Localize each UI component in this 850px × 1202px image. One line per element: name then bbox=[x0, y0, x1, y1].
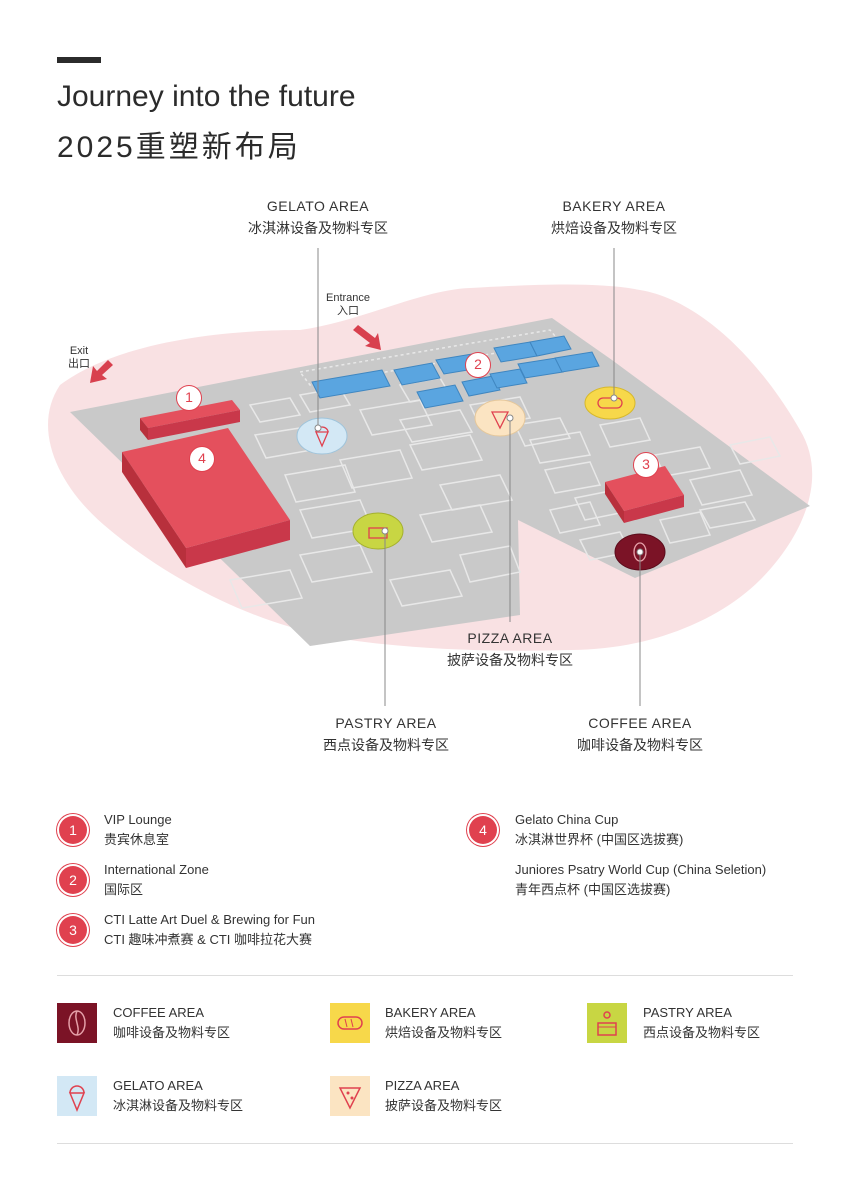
page-title-en: Journey into the future bbox=[57, 80, 356, 113]
divider-bottom bbox=[57, 1143, 793, 1144]
pastry-marker bbox=[352, 512, 404, 550]
entrance-arrow-icon bbox=[353, 325, 381, 350]
coffee-bean-icon bbox=[68, 1010, 86, 1036]
booth-outlines bbox=[228, 377, 782, 609]
entrance-corridor bbox=[298, 329, 562, 386]
title-accent-bar bbox=[57, 57, 101, 63]
gelato-legend-swatch bbox=[57, 1076, 97, 1116]
cake-icon bbox=[597, 1011, 617, 1036]
callout-leaders bbox=[317, 248, 641, 706]
zone-num-2: 2 bbox=[59, 866, 87, 894]
map-marker-4: 4 bbox=[189, 446, 215, 472]
zone-num-1: 1 bbox=[59, 816, 87, 844]
gelato-marker bbox=[296, 417, 348, 455]
ice-cream-icon bbox=[68, 1085, 86, 1112]
pastry-legend-swatch bbox=[587, 1003, 627, 1043]
floor-plan-map bbox=[48, 248, 813, 706]
zone-num-4: 4 bbox=[469, 816, 497, 844]
map-marker-3: 3 bbox=[633, 452, 659, 478]
divider bbox=[57, 975, 793, 976]
bakery-marker bbox=[584, 386, 636, 420]
map-marker-2: 2 bbox=[465, 352, 491, 378]
zone-4b-text: Juniores Psatry World Cup (China Seletio… bbox=[515, 862, 767, 897]
zone-num-3: 3 bbox=[59, 916, 87, 944]
bakery-legend-swatch bbox=[330, 1003, 370, 1043]
pizza-marker bbox=[474, 399, 526, 437]
pizza-legend-swatch bbox=[330, 1076, 370, 1116]
exit-arrow-icon bbox=[90, 360, 113, 383]
red-booths bbox=[122, 400, 684, 568]
coffee-legend-swatch bbox=[57, 1003, 97, 1043]
page-title-zh: 2025重塑新布局 bbox=[57, 131, 301, 164]
bread-icon bbox=[337, 1016, 363, 1030]
map-marker-1: 1 bbox=[176, 385, 202, 411]
pizza-slice-icon bbox=[338, 1087, 362, 1110]
